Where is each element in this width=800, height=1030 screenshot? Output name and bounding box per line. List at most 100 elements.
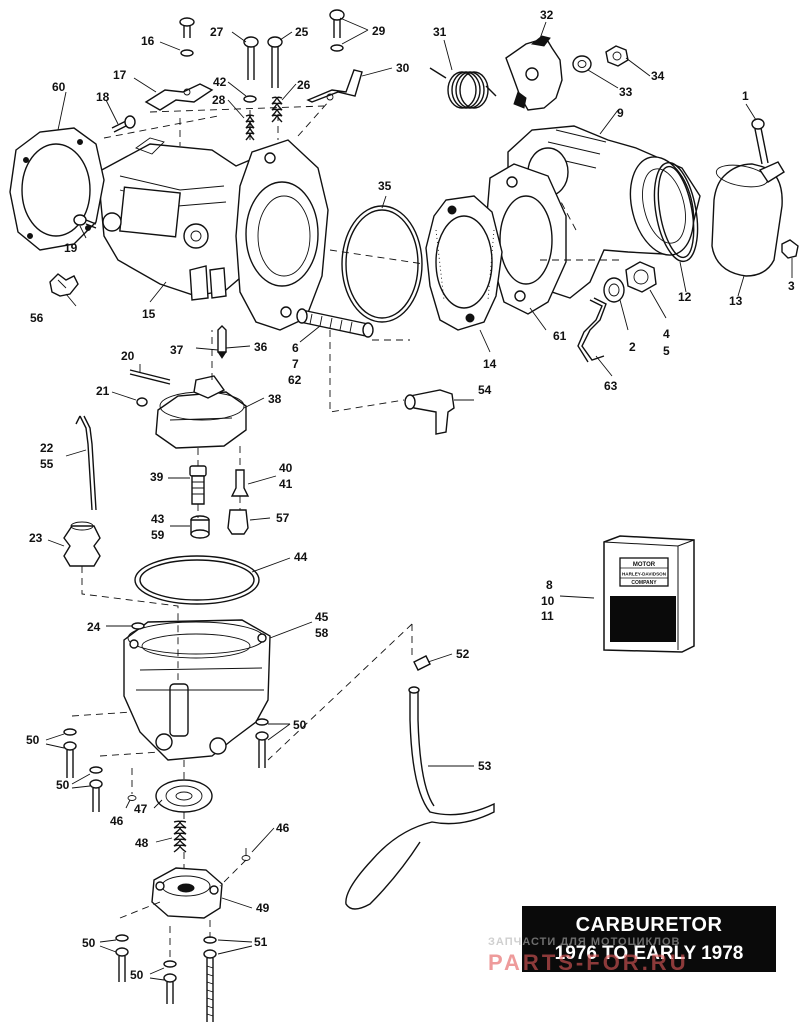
spring-28: [245, 114, 255, 141]
callout-15: 15: [142, 307, 156, 321]
callout-52: 52: [456, 647, 470, 661]
callout-33: 33: [619, 85, 633, 99]
callout-50-c: 50: [56, 778, 70, 792]
callout-39: 39: [150, 470, 164, 484]
rod-22: [75, 415, 97, 511]
callout-24: 24: [87, 620, 101, 634]
callout-4: 4: [663, 327, 670, 341]
callout-45: 45: [315, 610, 329, 624]
o-ring-12: [653, 161, 699, 263]
callout-62: 62: [288, 373, 302, 387]
harley-davidson-logo-icon: MOTOR HARLEY-DAVIDSON COMPANY: [619, 557, 669, 587]
pump-cover-49: [151, 867, 223, 919]
diaphragm-47: [155, 779, 213, 813]
callout-11: 11: [541, 609, 554, 623]
callout-48: 48: [135, 836, 149, 850]
callout-50-d: 50: [82, 936, 96, 950]
stud-6: [296, 308, 374, 338]
callout-41: 41: [279, 477, 293, 491]
screw-50-d: [115, 934, 129, 982]
callout-55: 55: [40, 457, 54, 471]
gasket-14: [425, 195, 503, 331]
float-38: [155, 375, 247, 449]
float-pin-20: [129, 369, 171, 385]
kit-logo-mid: HARLEY-DAVIDSON: [622, 572, 667, 577]
float-bowl-45: [123, 619, 271, 761]
callout-46-a: 46: [110, 814, 124, 828]
kit-logo-bot: COMPANY: [631, 580, 657, 586]
nut-4: [625, 261, 657, 293]
callout-5: 5: [663, 344, 670, 358]
callout-34: 34: [651, 69, 665, 83]
gasket-kit-box: MOTOR HARLEY-DAVIDSON COMPANY: [598, 534, 698, 654]
main-jet-39: [189, 465, 207, 505]
screw-51: [203, 936, 217, 1022]
callout-36: 36: [254, 340, 268, 354]
fitting-54: [404, 389, 455, 435]
callout-58: 58: [315, 626, 329, 640]
screw-50-c: [255, 718, 269, 768]
callout-53: 53: [478, 759, 492, 773]
callout-31: 31: [433, 25, 447, 39]
screw-29: [329, 9, 345, 52]
callout-leaders: [45, 17, 793, 981]
o-ring-35: [341, 205, 423, 323]
nut-3: [781, 239, 799, 259]
callout-57: 57: [276, 511, 290, 525]
callout-17: 17: [113, 68, 127, 82]
washer-33: [572, 55, 592, 73]
diagram-subtitle: 1976 TO EARLY 1978: [554, 943, 744, 964]
callout-30: 30: [396, 61, 410, 75]
callout-25: 25: [295, 25, 309, 39]
callout-40: 40: [279, 461, 293, 475]
screw-1: [751, 118, 769, 165]
screw-25: [267, 36, 283, 88]
callout-28: 28: [212, 93, 226, 107]
clip-56: [49, 273, 79, 297]
screw-50-b: [89, 766, 103, 812]
callout-16: 16: [141, 34, 155, 48]
callout-7: 7: [292, 357, 299, 371]
carburetor-body-15: [97, 137, 259, 301]
screw-19: [73, 214, 97, 229]
spring-26: [271, 96, 283, 123]
nut-34: [605, 45, 629, 67]
callout-18: 18: [96, 90, 110, 104]
throttle-cam-32: [505, 35, 563, 111]
kit-logo-top: MOTOR: [633, 562, 656, 568]
bracket-17: [144, 83, 214, 111]
callout-61: 61: [553, 329, 567, 343]
callout-2: 2: [629, 340, 636, 354]
callout-50-e: 50: [130, 968, 144, 982]
callout-47: 47: [134, 802, 148, 816]
o-ring-46-b: [241, 855, 251, 861]
plug-43: [190, 515, 210, 539]
callout-20: 20: [121, 349, 135, 363]
clamp-52: [413, 655, 431, 671]
callout-59: 59: [151, 528, 165, 542]
callout-22: 22: [40, 441, 54, 455]
hose-53: [345, 686, 495, 910]
callout-50-a: 50: [26, 733, 40, 747]
screw-50-a: [63, 728, 77, 778]
callout-49: 49: [256, 901, 270, 915]
callout-56: 56: [30, 311, 44, 325]
callout-63: 63: [604, 379, 618, 393]
callout-10: 10: [541, 594, 555, 608]
callout-21: 21: [96, 384, 110, 398]
callout-54: 54: [478, 383, 492, 397]
callout-37: 37: [170, 343, 184, 357]
callout-60: 60: [52, 80, 66, 94]
callout-42: 42: [213, 75, 227, 89]
callout-29: 29: [372, 24, 386, 38]
diagram-title: CARBURETOR: [575, 914, 723, 936]
gasket-60: [9, 127, 105, 251]
callout-46-b: 46: [276, 821, 290, 835]
washer-24: [131, 622, 145, 630]
callout-23: 23: [29, 531, 43, 545]
inlet-needle-37: [217, 325, 227, 359]
callout-8: 8: [546, 578, 553, 592]
callout-3: 3: [788, 279, 795, 293]
callout-9: 9: [617, 106, 624, 120]
